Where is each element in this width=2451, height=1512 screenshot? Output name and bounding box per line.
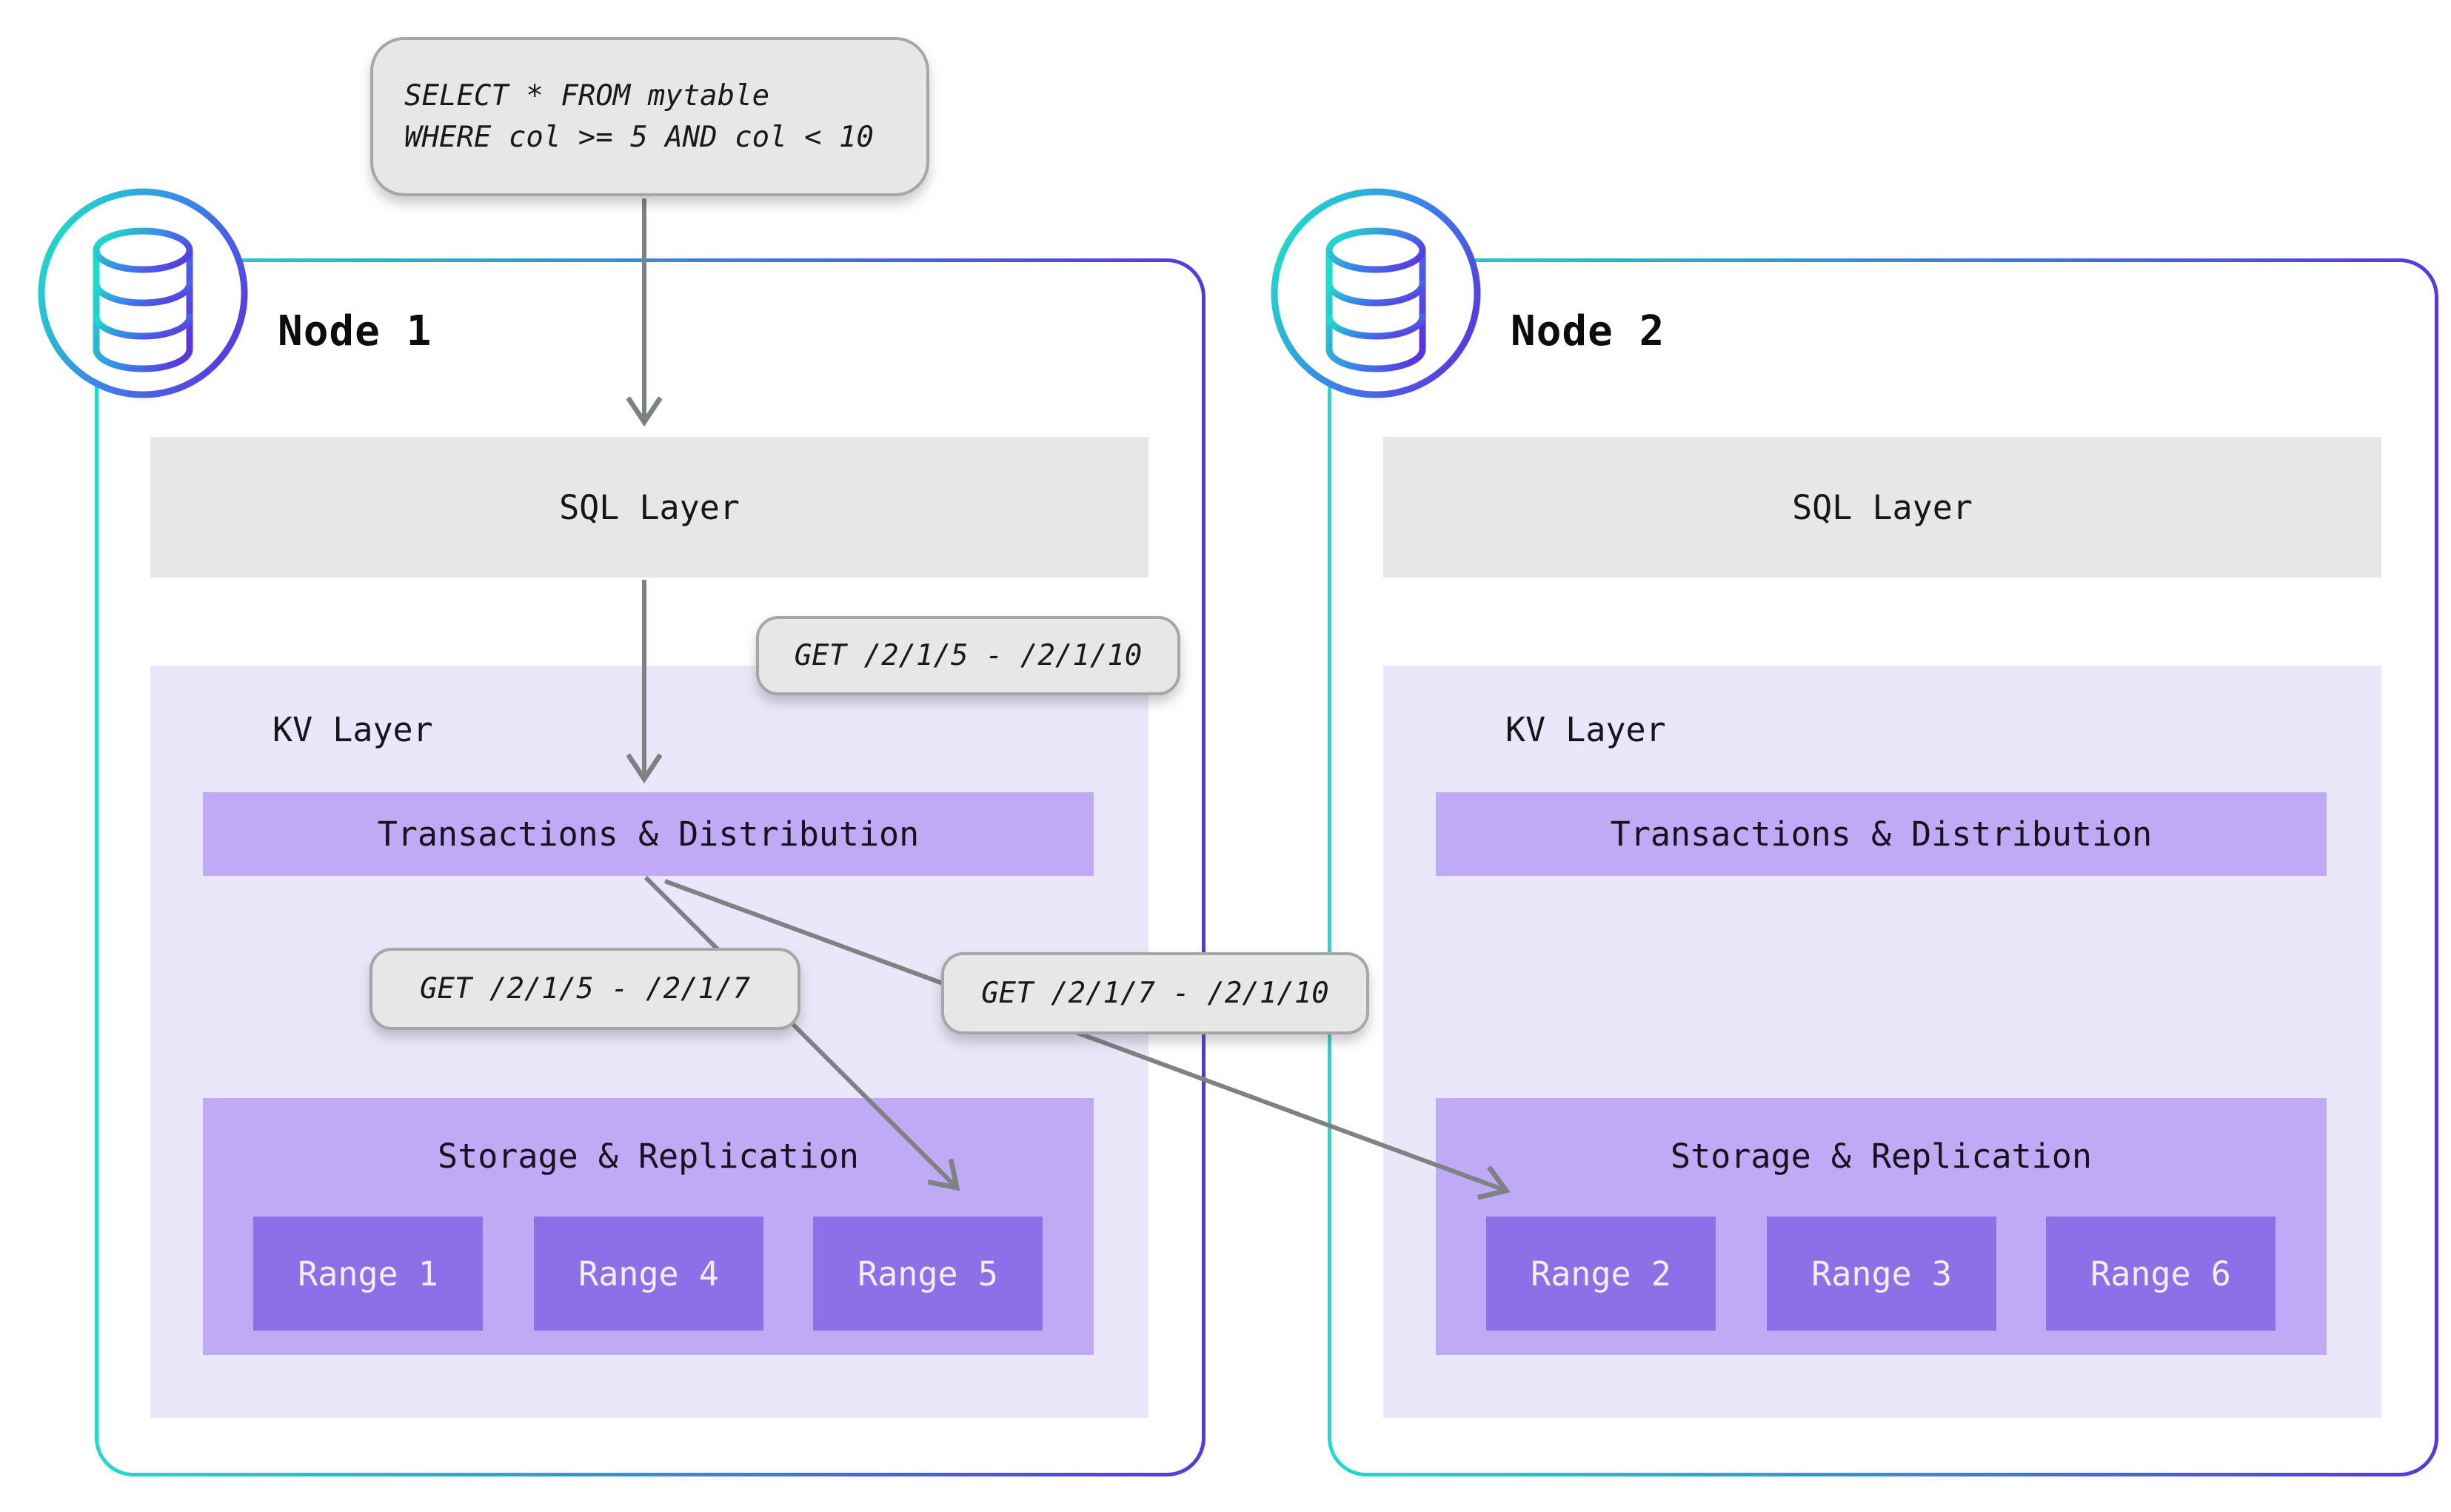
node-2-sql-layer: SQL Layer [1383,437,2381,578]
range-4-box: Range 4 [534,1217,763,1331]
sql-query-line1: SELECT * FROM mytable [404,78,770,113]
node-2-transactions-distribution-label: Transactions & Distribution [1610,814,2153,854]
node-2-title: Node 2 [1511,307,1665,355]
range-1-box: Range 1 [253,1217,483,1331]
node-1-kv-layer: KV Layer Transactions & Distribution Sto… [150,666,1148,1418]
node-2-kv-layer-label: KV Layer [1505,710,1666,749]
node-1-sql-layer: SQL Layer [150,437,1148,578]
node-2-storage-replication-label: Storage & Replication [1671,1137,2092,1176]
node-1-kv-layer-label: KV Layer [272,710,433,749]
node-2-box: Node 2 SQL Layer KV Layer Transactions &… [1271,188,2438,1476]
node-2-sql-layer-label: SQL Layer [1792,487,1973,527]
node-1-transactions-distribution: Transactions & Distribution [203,792,1094,876]
range-5-box: Range 5 [813,1217,1043,1331]
node-1-box: Node 1 SQL Layer KV Layer Transactions &… [38,188,1206,1476]
database-icon [1271,188,1481,398]
range-6-box: Range 6 [2046,1217,2276,1331]
node-1-storage-replication: Storage & Replication Range 1 Range 4 Ra… [203,1098,1094,1355]
node-1-transactions-distribution-label: Transactions & Distribution [377,814,920,854]
get-range-right-bubble: GET /2/1/7 - /2/1/10 [941,952,1369,1034]
node-1-title: Node 1 [278,307,432,355]
sql-query-bubble: SELECT * FROM mytable WHERE col >= 5 AND… [370,37,929,196]
node-2-transactions-distribution: Transactions & Distribution [1436,792,2327,876]
database-icon [38,188,248,398]
node-2-storage-replication: Storage & Replication Range 2 Range 3 Ra… [1436,1098,2327,1355]
get-range-left-bubble: GET /2/1/5 - /2/1/7 [370,948,800,1030]
get-range-full-bubble: GET /2/1/5 - /2/1/10 [756,616,1180,695]
range-3-box: Range 3 [1767,1217,1996,1331]
sql-query-line2: WHERE col >= 5 AND col < 10 [404,120,874,154]
range-2-box: Range 2 [1486,1217,1716,1331]
node-1-storage-replication-label: Storage & Replication [438,1137,859,1176]
node-1-sql-layer-label: SQL Layer [559,487,740,527]
node-2-kv-layer: KV Layer Transactions & Distribution Sto… [1383,666,2381,1418]
